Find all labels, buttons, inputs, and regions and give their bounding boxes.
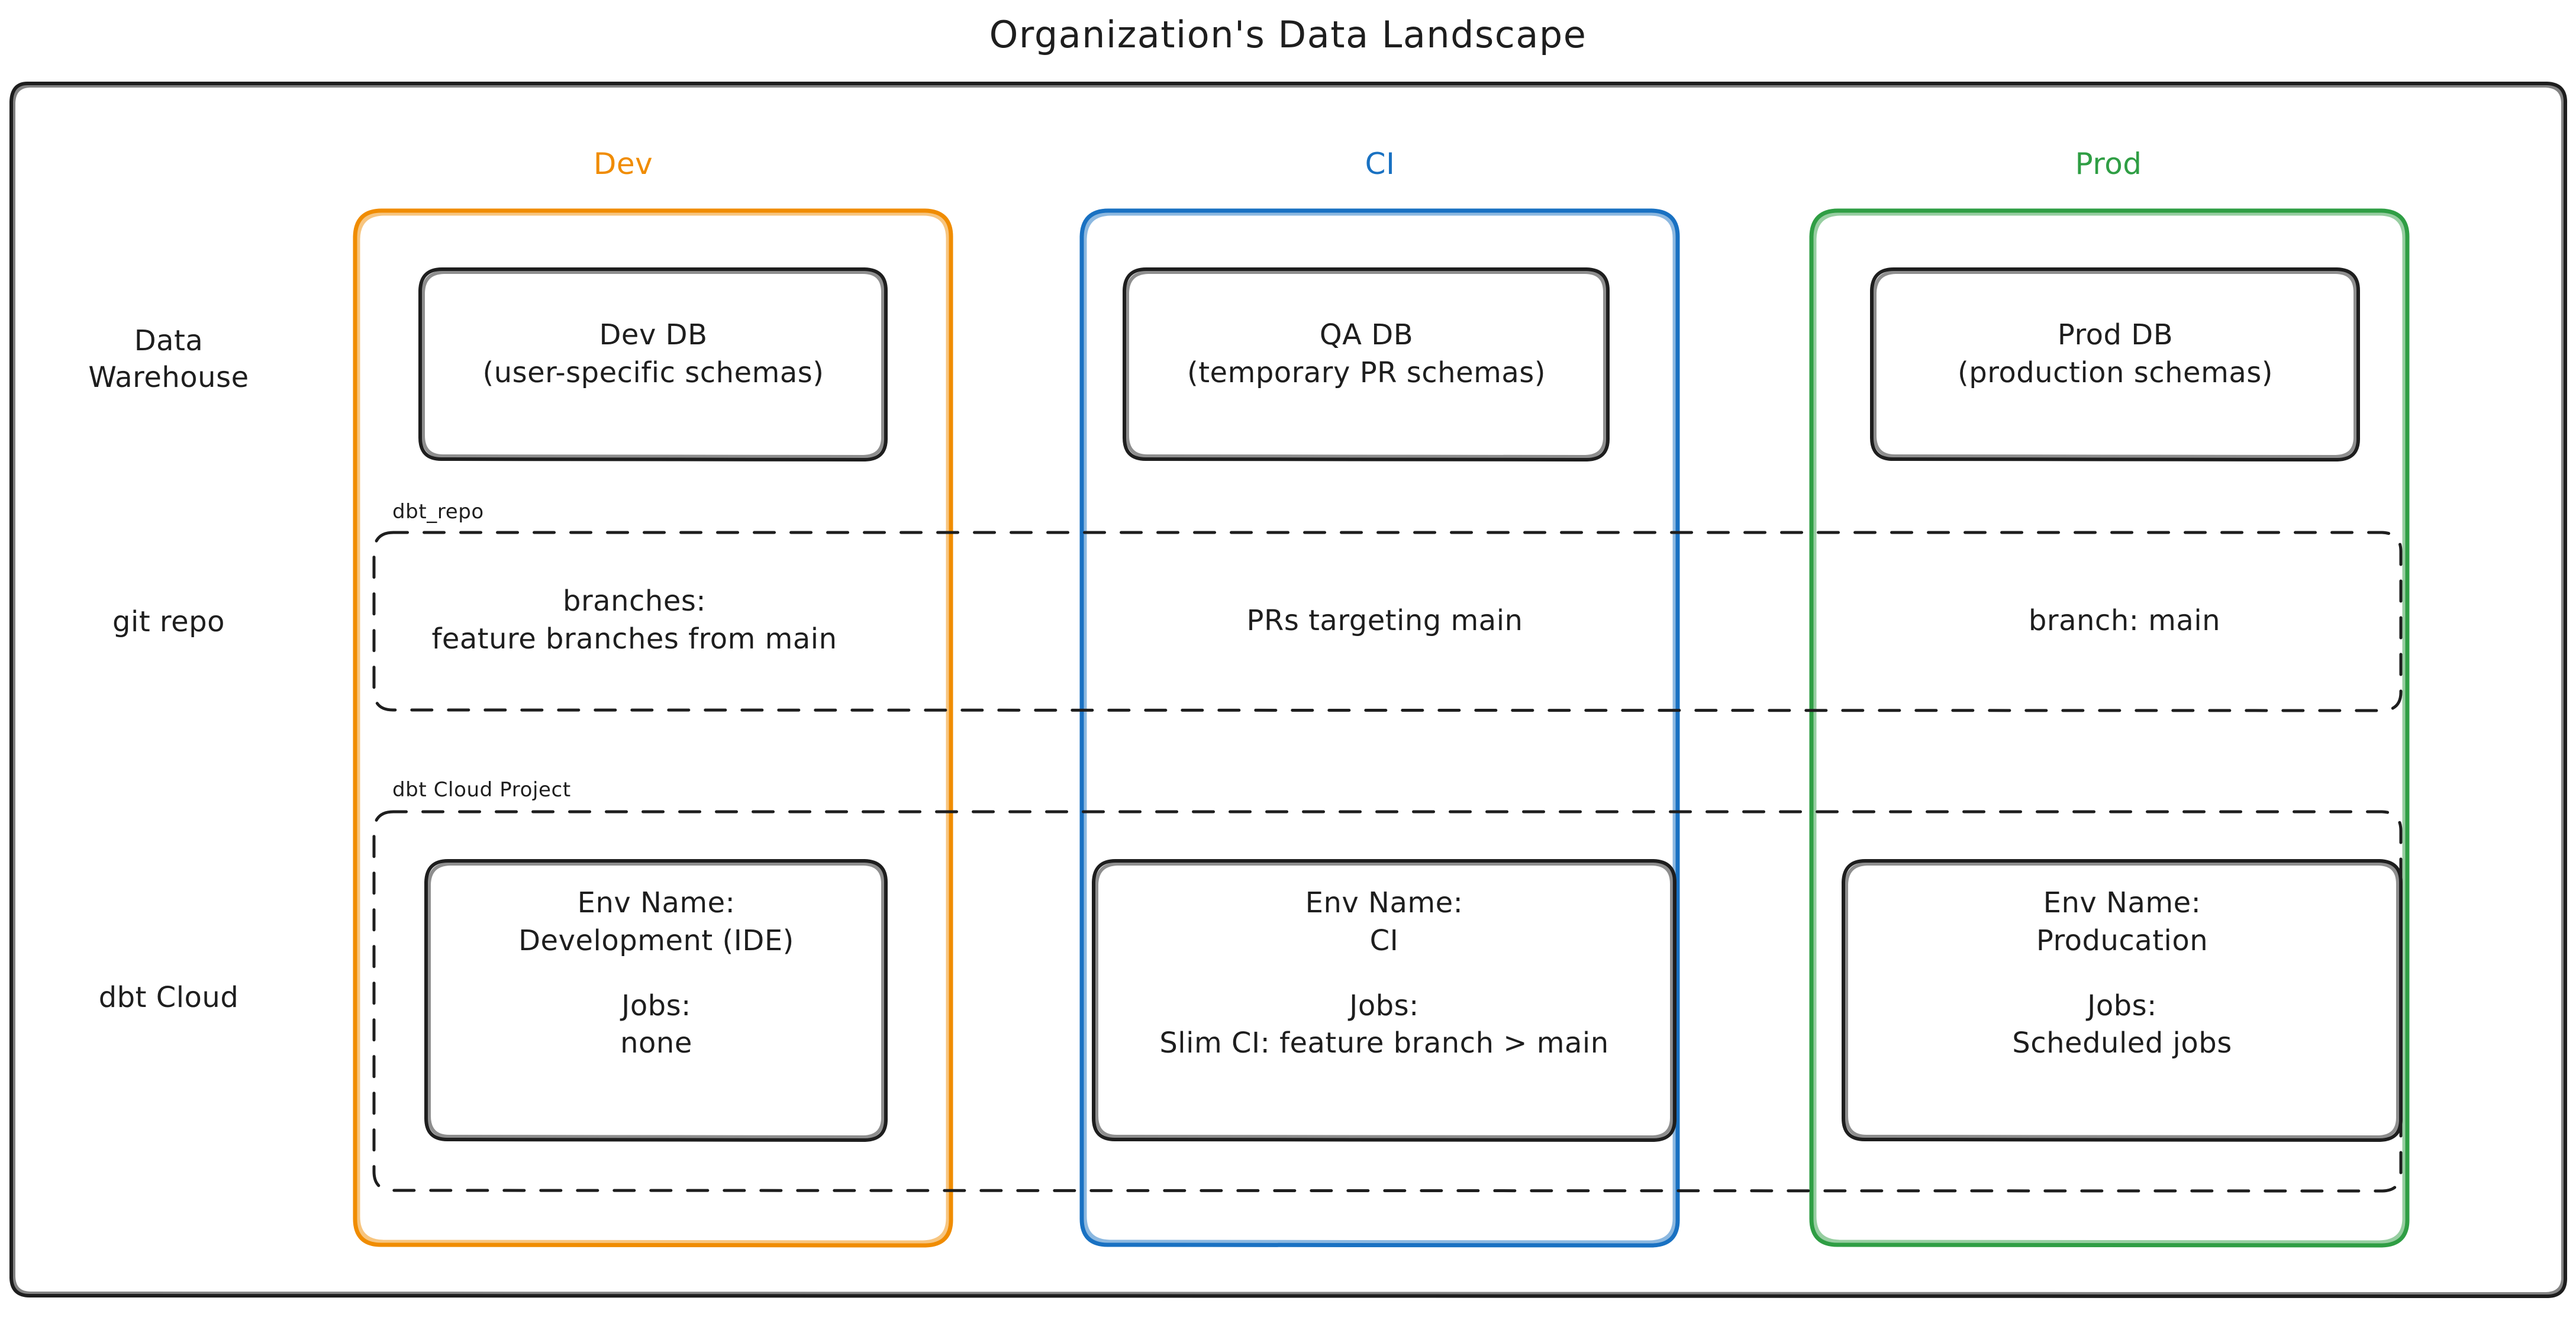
node-dbt-cloud-dev-env-value: Development (IDE) xyxy=(518,924,794,957)
node-git-prod: branch: main xyxy=(2028,604,2221,637)
page-title: Organization's Data Landscape xyxy=(989,13,1587,56)
node-dbt-cloud-prod-env-value: Producation xyxy=(2036,924,2209,957)
node-spacer xyxy=(1843,960,2401,987)
node-dbt-cloud-ci-env-value: CI xyxy=(1369,924,1399,957)
node-spacer xyxy=(426,960,886,987)
node-prod-db-line2: (production schemas) xyxy=(1958,356,2273,389)
group-label-dbt-repo: dbt_repo xyxy=(392,500,484,524)
node-qa-db-line2: (temporary PR schemas) xyxy=(1187,356,1546,389)
node-qa-db: QA DB (temporary PR schemas) xyxy=(1124,317,1608,392)
group-label-dbt-cloud-project: dbt Cloud Project xyxy=(392,778,571,802)
node-dbt-cloud-prod-jobs-value: Scheduled jobs xyxy=(2012,1027,2232,1060)
node-dbt-cloud-prod-env-label: Env Name: xyxy=(2043,886,2201,919)
row-label-git-repo: git repo xyxy=(112,605,225,638)
node-dbt-cloud-ci-jobs-label: Jobs: xyxy=(1349,989,1419,1022)
column-header-dev: Dev xyxy=(593,147,653,181)
node-dbt-cloud-dev-jobs-label: Jobs: xyxy=(621,989,691,1022)
row-label-dbt-cloud: dbt Cloud xyxy=(98,981,239,1014)
column-header-ci: CI xyxy=(1365,147,1395,181)
node-dbt-cloud-dev-jobs-value: none xyxy=(620,1027,692,1060)
node-git-dev-line2: feature branches from main xyxy=(431,622,837,656)
node-dbt-cloud-prod-jobs-label: Jobs: xyxy=(2087,989,2157,1022)
node-git-ci: PRs targeting main xyxy=(1246,604,1523,637)
node-git-dev: branches: feature branches from main xyxy=(374,583,895,658)
node-qa-db-line1: QA DB xyxy=(1319,318,1414,351)
node-dev-db-line2: (user-specific schemas) xyxy=(482,356,824,389)
node-prod-db-line1: Prod DB xyxy=(2057,318,2174,351)
node-dbt-cloud-ci-env-label: Env Name: xyxy=(1305,886,1463,919)
row-label-data-warehouse-line2: Warehouse xyxy=(88,361,249,395)
node-dev-db: Dev DB (user-specific schemas) xyxy=(420,317,886,392)
node-dbt-cloud-ci-jobs-value: Slim CI: feature branch > main xyxy=(1159,1027,1609,1060)
node-spacer xyxy=(1094,960,1675,987)
column-header-prod: Prod xyxy=(2075,147,2142,181)
outer-frame xyxy=(9,81,2568,1298)
node-dev-db-line1: Dev DB xyxy=(599,318,708,351)
node-dbt-cloud-prod: Env Name: Producation Jobs: Scheduled jo… xyxy=(1843,885,2401,1063)
node-dbt-cloud-dev: Env Name: Development (IDE) Jobs: none xyxy=(426,885,886,1063)
node-prod-db: Prod DB (production schemas) xyxy=(1872,317,2359,392)
node-git-dev-line1: branches: xyxy=(562,585,707,618)
node-dbt-cloud-dev-env-label: Env Name: xyxy=(577,886,736,919)
node-dbt-cloud-ci: Env Name: CI Jobs: Slim CI: feature bran… xyxy=(1094,885,1675,1063)
row-label-data-warehouse-line1: Data xyxy=(134,324,204,357)
row-label-data-warehouse: Data Warehouse xyxy=(18,322,320,396)
